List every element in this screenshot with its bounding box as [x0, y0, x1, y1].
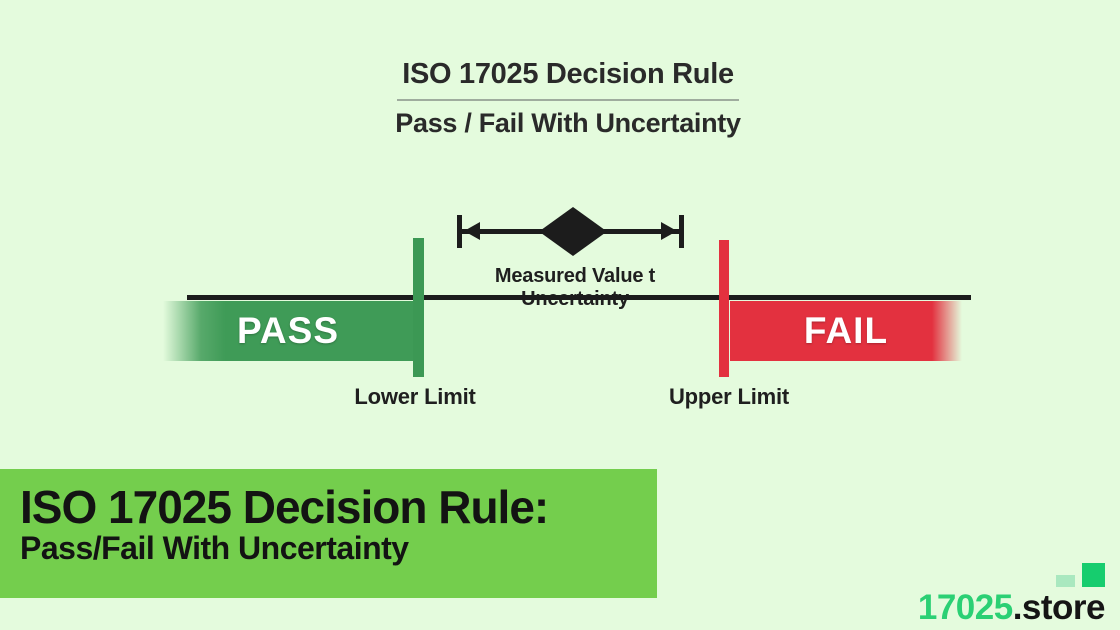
logo-large-bar-icon — [1082, 563, 1105, 587]
upper-limit-label: Upper Limit — [668, 384, 790, 409]
pass-zone: PASS — [163, 301, 413, 361]
header-title: ISO 17025 Decision Rule — [402, 58, 734, 90]
brand-logo: 17025.store — [917, 563, 1106, 627]
logo-brand-suffix: .store — [1012, 588, 1106, 627]
header-subtitle: Pass / Fail With Uncertainty — [395, 108, 741, 139]
banner-subtitle: Pass/Fail With Uncertainty — [20, 530, 409, 567]
lower-limit-label: Lower Limit — [354, 384, 476, 409]
logo-brand-number: 17025 — [917, 588, 1013, 627]
banner-title: ISO 17025 Decision Rule: — [20, 481, 549, 533]
left-arrowhead-icon — [464, 222, 480, 240]
fail-zone-label: FAIL — [803, 310, 889, 351]
bottom-banner: ISO 17025 Decision Rule: Pass/Fail With … — [0, 469, 657, 598]
upper-limit-tick — [719, 240, 729, 377]
measured-value-diamond-icon — [539, 207, 607, 256]
header: ISO 17025 Decision Rule Pass / Fail With… — [393, 58, 743, 139]
header-divider — [397, 99, 739, 102]
number-line — [187, 295, 971, 300]
logo-wordmark: 17025.store — [917, 588, 1106, 627]
logo-bars-icon — [1056, 563, 1105, 587]
logo-small-bar-icon — [1056, 575, 1075, 587]
uncertainty-left-cap — [457, 215, 462, 248]
uncertainty-right-cap — [679, 215, 684, 248]
fail-zone: FAIL — [730, 301, 962, 361]
right-arrowhead-icon — [661, 222, 677, 240]
pass-zone-label: PASS — [236, 310, 339, 351]
lower-limit-tick — [413, 238, 424, 377]
measured-value-label: Measured Value t Uncertainty — [494, 265, 656, 310]
